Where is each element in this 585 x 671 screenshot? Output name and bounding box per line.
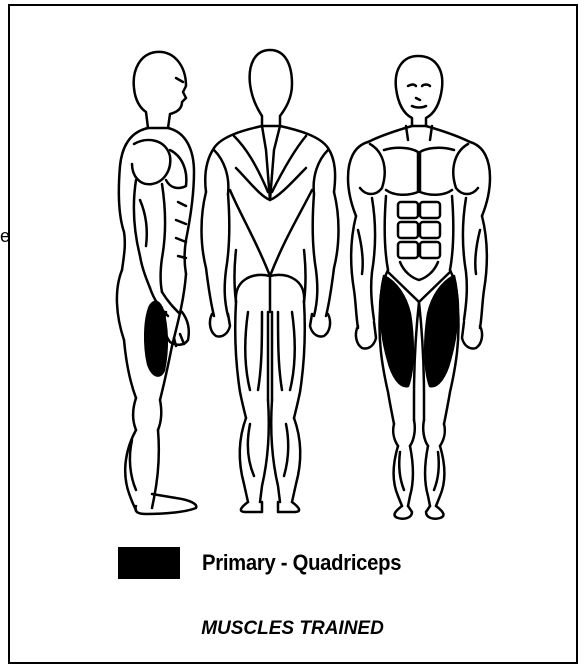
- legend-label-primary: Primary - Quadriceps: [202, 550, 401, 576]
- front-view-figure: [348, 56, 490, 519]
- diagram-caption: MUSCLES TRAINED: [0, 618, 585, 640]
- back-view-figure: [202, 50, 339, 512]
- side-view-figure: [117, 52, 196, 514]
- legend: Primary - Quadriceps: [118, 546, 419, 580]
- legend-swatch-primary: [118, 547, 180, 579]
